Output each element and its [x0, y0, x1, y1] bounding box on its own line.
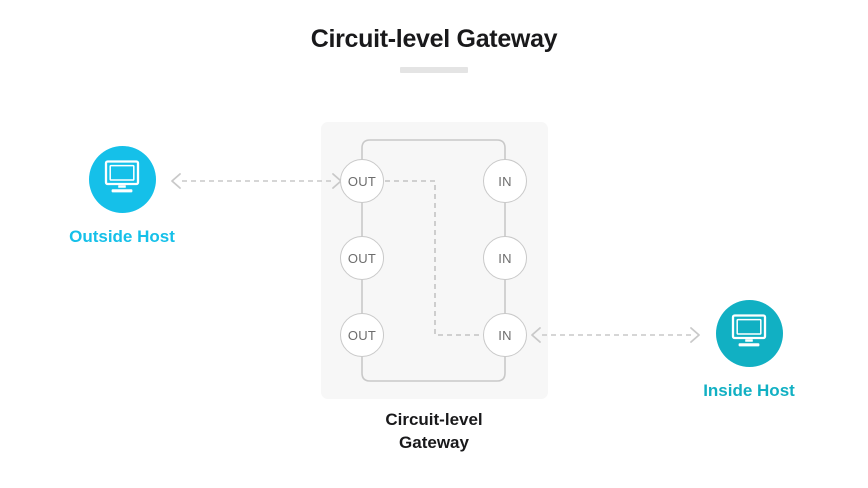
outside-host-label: Outside Host [69, 227, 175, 246]
title-underline-bar [400, 67, 468, 73]
inside-host-label: Inside Host [703, 381, 795, 400]
outside-host-circle [88, 146, 156, 213]
inside-host-circle [715, 300, 783, 367]
in-node-3[interactable]: IN [483, 313, 527, 357]
gateway-caption-line-2: Gateway [399, 432, 469, 452]
desktop-monitor-icon [103, 159, 141, 200]
in-node-3-label: IN [498, 327, 512, 343]
out-node-1[interactable]: OUT [340, 159, 384, 203]
out-node-2-label: OUT [347, 250, 377, 266]
gateway-caption-line-1: Circuit-level [385, 410, 483, 429]
out-node-2[interactable]: OUT [340, 236, 384, 280]
in-node-1[interactable]: IN [483, 159, 527, 203]
out-node-3-label: OUT [347, 327, 377, 343]
outside-host[interactable]: Outside Host [57, 146, 187, 247]
title-block: Circuit-level Gateway [0, 24, 868, 73]
gateway-caption: Circuit-level Gateway [334, 409, 534, 454]
out-node-3[interactable]: OUT [340, 313, 384, 357]
desktop-monitor-icon [730, 313, 768, 354]
out-node-1-label: OUT [347, 173, 377, 189]
page-title: Circuit-level Gateway [310, 25, 558, 53]
in-node-1-label: IN [498, 173, 512, 189]
in-node-2-label: IN [498, 250, 512, 266]
inside-host[interactable]: Inside Host [684, 300, 814, 401]
in-node-2[interactable]: IN [483, 236, 527, 280]
